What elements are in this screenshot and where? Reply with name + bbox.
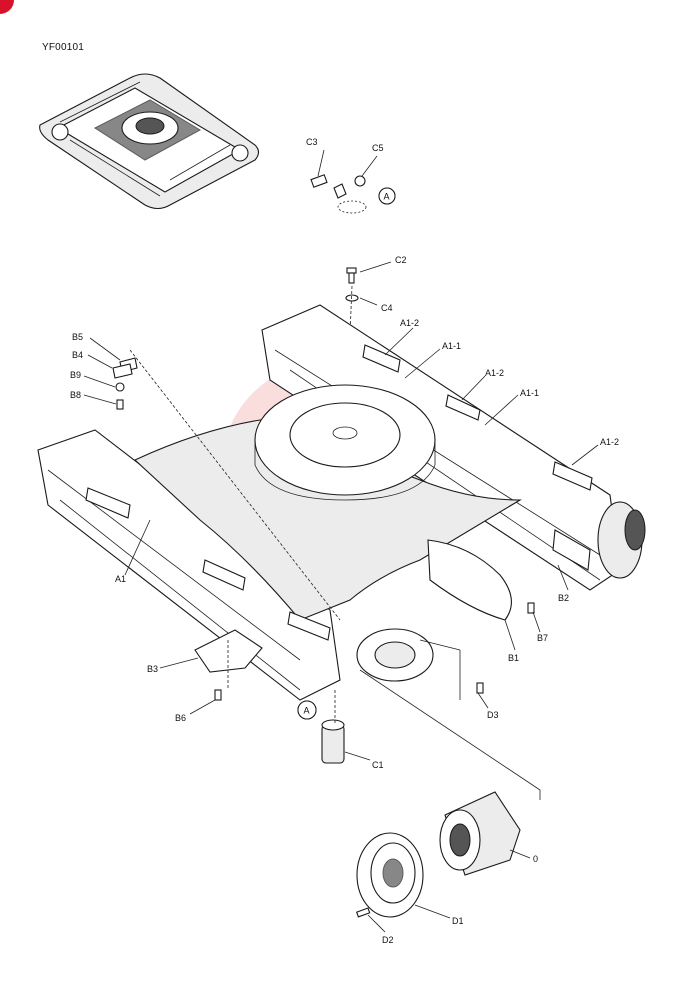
label-c1: C1 bbox=[372, 760, 384, 770]
travel-motor-and-sprocket bbox=[355, 791, 521, 918]
svg-text:A: A bbox=[384, 192, 390, 202]
label-c4: C4 bbox=[381, 303, 393, 313]
label-c3: C3 bbox=[306, 137, 318, 147]
label-c2: C2 bbox=[395, 255, 407, 265]
label-b6: B6 bbox=[175, 713, 186, 723]
label-a1-2-third: A1-2 bbox=[600, 437, 619, 447]
callout-circle-a-top: A bbox=[378, 187, 396, 205]
callout-labels: C3 C5 C2 C4 A1-2 A1-1 A1-2 A1-1 A1-2 B5 … bbox=[70, 137, 619, 945]
label-b7: B7 bbox=[537, 633, 548, 643]
label-a1: A1 bbox=[115, 574, 126, 584]
label-a1-2-first: A1-2 bbox=[400, 318, 419, 328]
label-d3: D3 bbox=[487, 710, 499, 720]
label-a1-2-second: A1-2 bbox=[485, 368, 504, 378]
label-c5: C5 bbox=[372, 143, 384, 153]
label-b9: B9 bbox=[70, 370, 81, 380]
label-b2: B2 bbox=[558, 593, 569, 603]
undercarriage-thumbnail bbox=[39, 73, 260, 210]
label-a1-1-first: A1-1 bbox=[442, 341, 461, 351]
track-frame bbox=[37, 304, 646, 701]
label-d2: D2 bbox=[382, 935, 394, 945]
label-d1: D1 bbox=[452, 916, 464, 926]
label-d0: 0 bbox=[533, 854, 538, 864]
callout-circle-a-bottom: A bbox=[297, 700, 317, 720]
label-b1: B1 bbox=[508, 653, 519, 663]
leader-lines bbox=[83, 149, 599, 933]
frame-guards bbox=[85, 344, 593, 641]
label-b3: B3 bbox=[147, 664, 158, 674]
label-b5: B5 bbox=[72, 332, 83, 342]
label-b4: B4 bbox=[72, 350, 83, 360]
svg-text:A: A bbox=[304, 706, 310, 716]
label-a1-1-second: A1-1 bbox=[520, 388, 539, 398]
small-parts-b bbox=[112, 357, 535, 701]
drawing-code: YF00101 bbox=[42, 42, 84, 53]
label-b8: B8 bbox=[70, 390, 81, 400]
